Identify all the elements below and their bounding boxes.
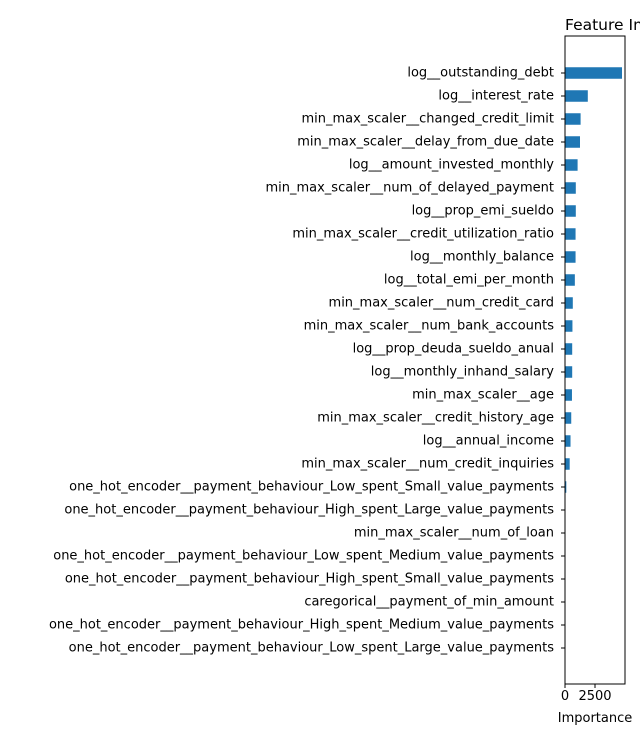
x-axis-title: Importance: [558, 711, 633, 726]
y-tick-label: one_hot_encoder__payment_behaviour_High_…: [64, 503, 554, 518]
chart-title: Feature Importance: [565, 16, 640, 34]
bar-log-monthly-balance: [565, 251, 576, 263]
y-tick-label: min_max_scaler__num_credit_card: [329, 296, 554, 311]
y-tick-label: one_hot_encoder__payment_behaviour_High_…: [65, 572, 554, 587]
y-tick-label: caregorical__payment_of_min_amount: [304, 595, 554, 610]
y-tick-label: log__total_emi_per_month: [384, 273, 554, 288]
y-tick-label: one_hot_encoder__payment_behaviour_Low_s…: [69, 641, 555, 656]
y-tick-label: log__interest_rate: [438, 89, 554, 104]
y-tick-label: min_max_scaler__num_of_delayed_payment: [265, 181, 554, 196]
bar-log-total-emi-per-month: [565, 274, 575, 286]
y-tick-label: one_hot_encoder__payment_behaviour_Low_s…: [53, 549, 554, 564]
bar-min-max-scaler-credit-history-age: [565, 412, 572, 424]
bar-min-max-scaler-num-credit-card: [565, 297, 573, 309]
bar-one-hot-encoder-payment-behaviour-low-spent-small-value-payments: [565, 481, 567, 493]
y-tick-label: min_max_scaler__num_credit_inquiries: [301, 457, 554, 472]
y-tick-label: one_hot_encoder__payment_behaviour_High_…: [49, 618, 554, 633]
bar-log-amount-invested-monthly: [565, 159, 578, 171]
y-tick-label: min_max_scaler__changed_credit_limit: [301, 112, 554, 127]
bar-log-interest-rate: [565, 90, 588, 102]
plot-area-frame: [564, 35, 626, 685]
bar-log-monthly-inhand-salary: [565, 366, 573, 378]
y-tick-label: min_max_scaler__age: [412, 388, 554, 403]
y-tick-label: log__prop_emi_sueldo: [412, 204, 554, 219]
bar-min-max-scaler-num-bank-accounts: [565, 320, 573, 332]
y-tick-label: log__outstanding_debt: [407, 66, 554, 81]
y-tick-label: log__monthly_balance: [410, 250, 554, 265]
y-tick-label: log__monthly_inhand_salary: [371, 365, 555, 380]
bars-group: [565, 67, 622, 654]
y-tick-label: min_max_scaler__delay_from_due_date: [297, 135, 554, 150]
y-tick-label: log__amount_invested_monthly: [349, 158, 554, 173]
bar-log-annual-income: [565, 435, 571, 447]
bar-min-max-scaler-age: [565, 389, 572, 401]
bar-min-max-scaler-delay-from-due-date: [565, 136, 580, 148]
bar-log-prop-deuda-sueldo-anual: [565, 343, 573, 355]
bar-min-max-scaler-credit-utilization-ratio: [565, 228, 576, 240]
bar-log-prop-emi-sueldo: [565, 205, 576, 217]
y-tick-label: min_max_scaler__num_of_loan: [354, 526, 554, 541]
y-tick-label: log__prop_deuda_sueldo_anual: [353, 342, 554, 357]
bar-min-max-scaler-changed-credit-limit: [565, 113, 581, 125]
y-tick-label: min_max_scaler__credit_history_age: [317, 411, 554, 426]
bar-min-max-scaler-num-of-delayed-payment: [565, 182, 576, 194]
bar-log-outstanding-debt: [565, 67, 622, 79]
y-tick-label: one_hot_encoder__payment_behaviour_Low_s…: [69, 480, 554, 495]
bar-min-max-scaler-num-credit-inquiries: [565, 458, 570, 470]
y-tick-labels: log__outstanding_debt log__interest_ratem…: [49, 66, 554, 656]
y-tick-label: min_max_scaler__credit_utilization_ratio: [292, 227, 554, 242]
x-ticks: 0 2500: [561, 684, 612, 704]
x-tick-label: 0: [561, 689, 569, 704]
y-tick-label: log__annual_income: [423, 434, 554, 449]
x-tick-label: 2500: [578, 689, 611, 704]
y-tick-label: min_max_scaler__num_bank_accounts: [304, 319, 555, 334]
y-tick-marks: [561, 72, 565, 649]
